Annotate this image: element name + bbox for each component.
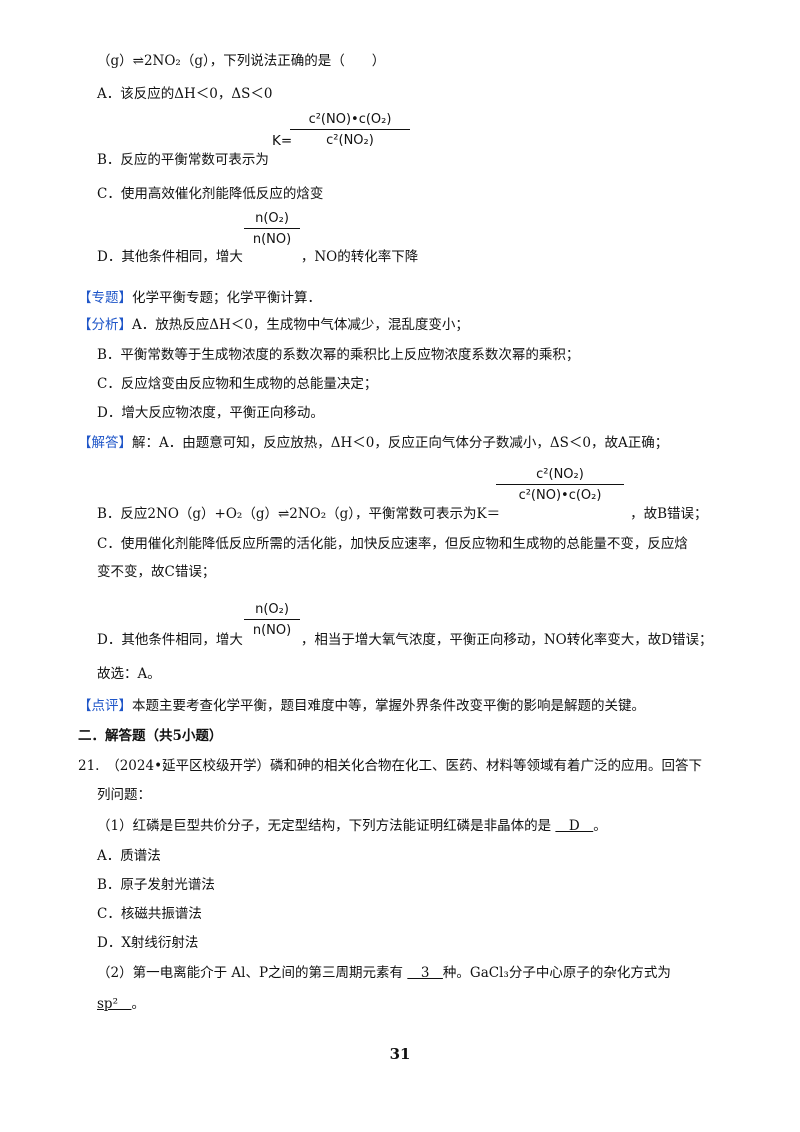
solution-line-d: D．其他条件相同，增大，相当于增大氧气浓度，平衡正向移动，NO转化率变大，故D错… [97, 632, 713, 648]
subquestion-2: （2）第一电离能介于 Al、P之间的第三周期元素有 3 种。GaCl₃分子中心原… [97, 965, 671, 981]
page-number: 31 [389, 1045, 411, 1063]
answer-blank-2: 3 [407, 965, 443, 981]
k-prefix: K= [272, 133, 293, 149]
solution-k-fraction: c²(NO₂) c²(NO)•c(O₂) [496, 467, 624, 503]
choice-b: B．原子发射光谱法 [97, 877, 215, 893]
analysis-line-a: 【分析】A．放热反应ΔH＜0，生成物中气体减少，混乱度变小； [78, 317, 469, 333]
option-b: B．反应的平衡常数可表示为 [97, 152, 269, 168]
question-21-line2: 列问题： [97, 787, 151, 803]
answer-choice: 故选：A。 [97, 666, 161, 682]
solution-tag: 【解答】 [78, 435, 132, 451]
solution-line-c2: 变不变，故C错误； [97, 564, 216, 580]
analysis-tag: 【分析】 [78, 317, 132, 333]
subquestion-1: （1）红磷是巨型共价分子，无定型结构，下列方法能证明红磷是非晶体的是 D 。 [97, 818, 607, 834]
solution-line-b: B．反应2NO（g）+O₂（g）⇌2NO₂（g），平衡常数可表示为K＝，故B错误… [97, 506, 708, 522]
analysis-line-b: B．平衡常数等于生成物浓度的系数次幂的乘积比上反应物浓度系数次幂的乘积； [97, 347, 580, 363]
question-21-line1: 21. （2024•延平区校级开学）磷和砷的相关化合物在化工、医药、材料等领域有… [78, 758, 703, 774]
analysis-line-d: D．增大反应物浓度，平衡正向移动。 [97, 405, 324, 421]
fraction-bar [290, 129, 410, 130]
choice-d: D．X射线衍射法 [97, 935, 199, 951]
fraction-numerator: n(O₂) [255, 211, 289, 226]
fraction-denominator: n(NO) [252, 623, 292, 638]
choice-a: A．质谱法 [97, 848, 161, 864]
option-d-fraction: n(O₂) n(NO) [244, 211, 300, 247]
fraction-denominator: n(NO) [252, 232, 292, 247]
choice-c: C．核磁共振谱法 [97, 906, 202, 922]
option-d: D．其他条件相同，增大，NO的转化率下降 [97, 249, 419, 265]
fraction-denominator: c²(NO)•c(O₂) [518, 488, 602, 503]
fraction-numerator: c²(NO₂) [536, 467, 584, 482]
fraction-bar [244, 619, 300, 620]
answer-blank-1: D [555, 818, 594, 834]
fraction-bar [496, 484, 624, 485]
option-a: A．该反应的ΔH＜0，ΔS＜0 [97, 86, 273, 102]
solution-line-a: 【解答】解：A．由题意可知，反应放热，ΔH＜0，反应正向气体分子数减小，ΔS＜0… [78, 435, 669, 451]
topic-line: 【专题】化学平衡专题；化学平衡计算． [78, 290, 321, 306]
fraction-numerator: n(O₂) [255, 602, 289, 617]
subquestion-2-cont: sp² 。 [97, 996, 145, 1012]
fraction-denominator: c²(NO₂) [326, 133, 374, 148]
topic-tag: 【专题】 [78, 290, 132, 306]
fraction-numerator: c²(NO)•c(O₂) [308, 112, 392, 127]
question-stem-end: （g）⇌2NO₂（g），下列说法正确的是（ ） [97, 53, 386, 69]
fraction-bar [244, 228, 300, 229]
answer-blank-3: sp² [97, 996, 132, 1012]
option-c: C．使用高效催化剂能降低反应的焓变 [97, 186, 324, 202]
solution-line-c1: C．使用催化剂能降低反应所需的活化能，加快反应速率，但反应物和生成物的总能量不变… [97, 536, 688, 552]
analysis-line-c: C．反应焓变由反应物和生成物的总能量决定； [97, 376, 378, 392]
comment-line: 【点评】本题主要考查化学平衡，题目难度中等，掌握外界条件改变平衡的影响是解题的关… [78, 698, 645, 714]
section-heading: 二．解答题（共5小题） [78, 728, 223, 744]
solution-d-fraction: n(O₂) n(NO) [244, 602, 300, 638]
comment-tag: 【点评】 [78, 698, 132, 714]
equilibrium-constant-fraction: c²(NO)•c(O₂) c²(NO₂) [290, 112, 410, 148]
